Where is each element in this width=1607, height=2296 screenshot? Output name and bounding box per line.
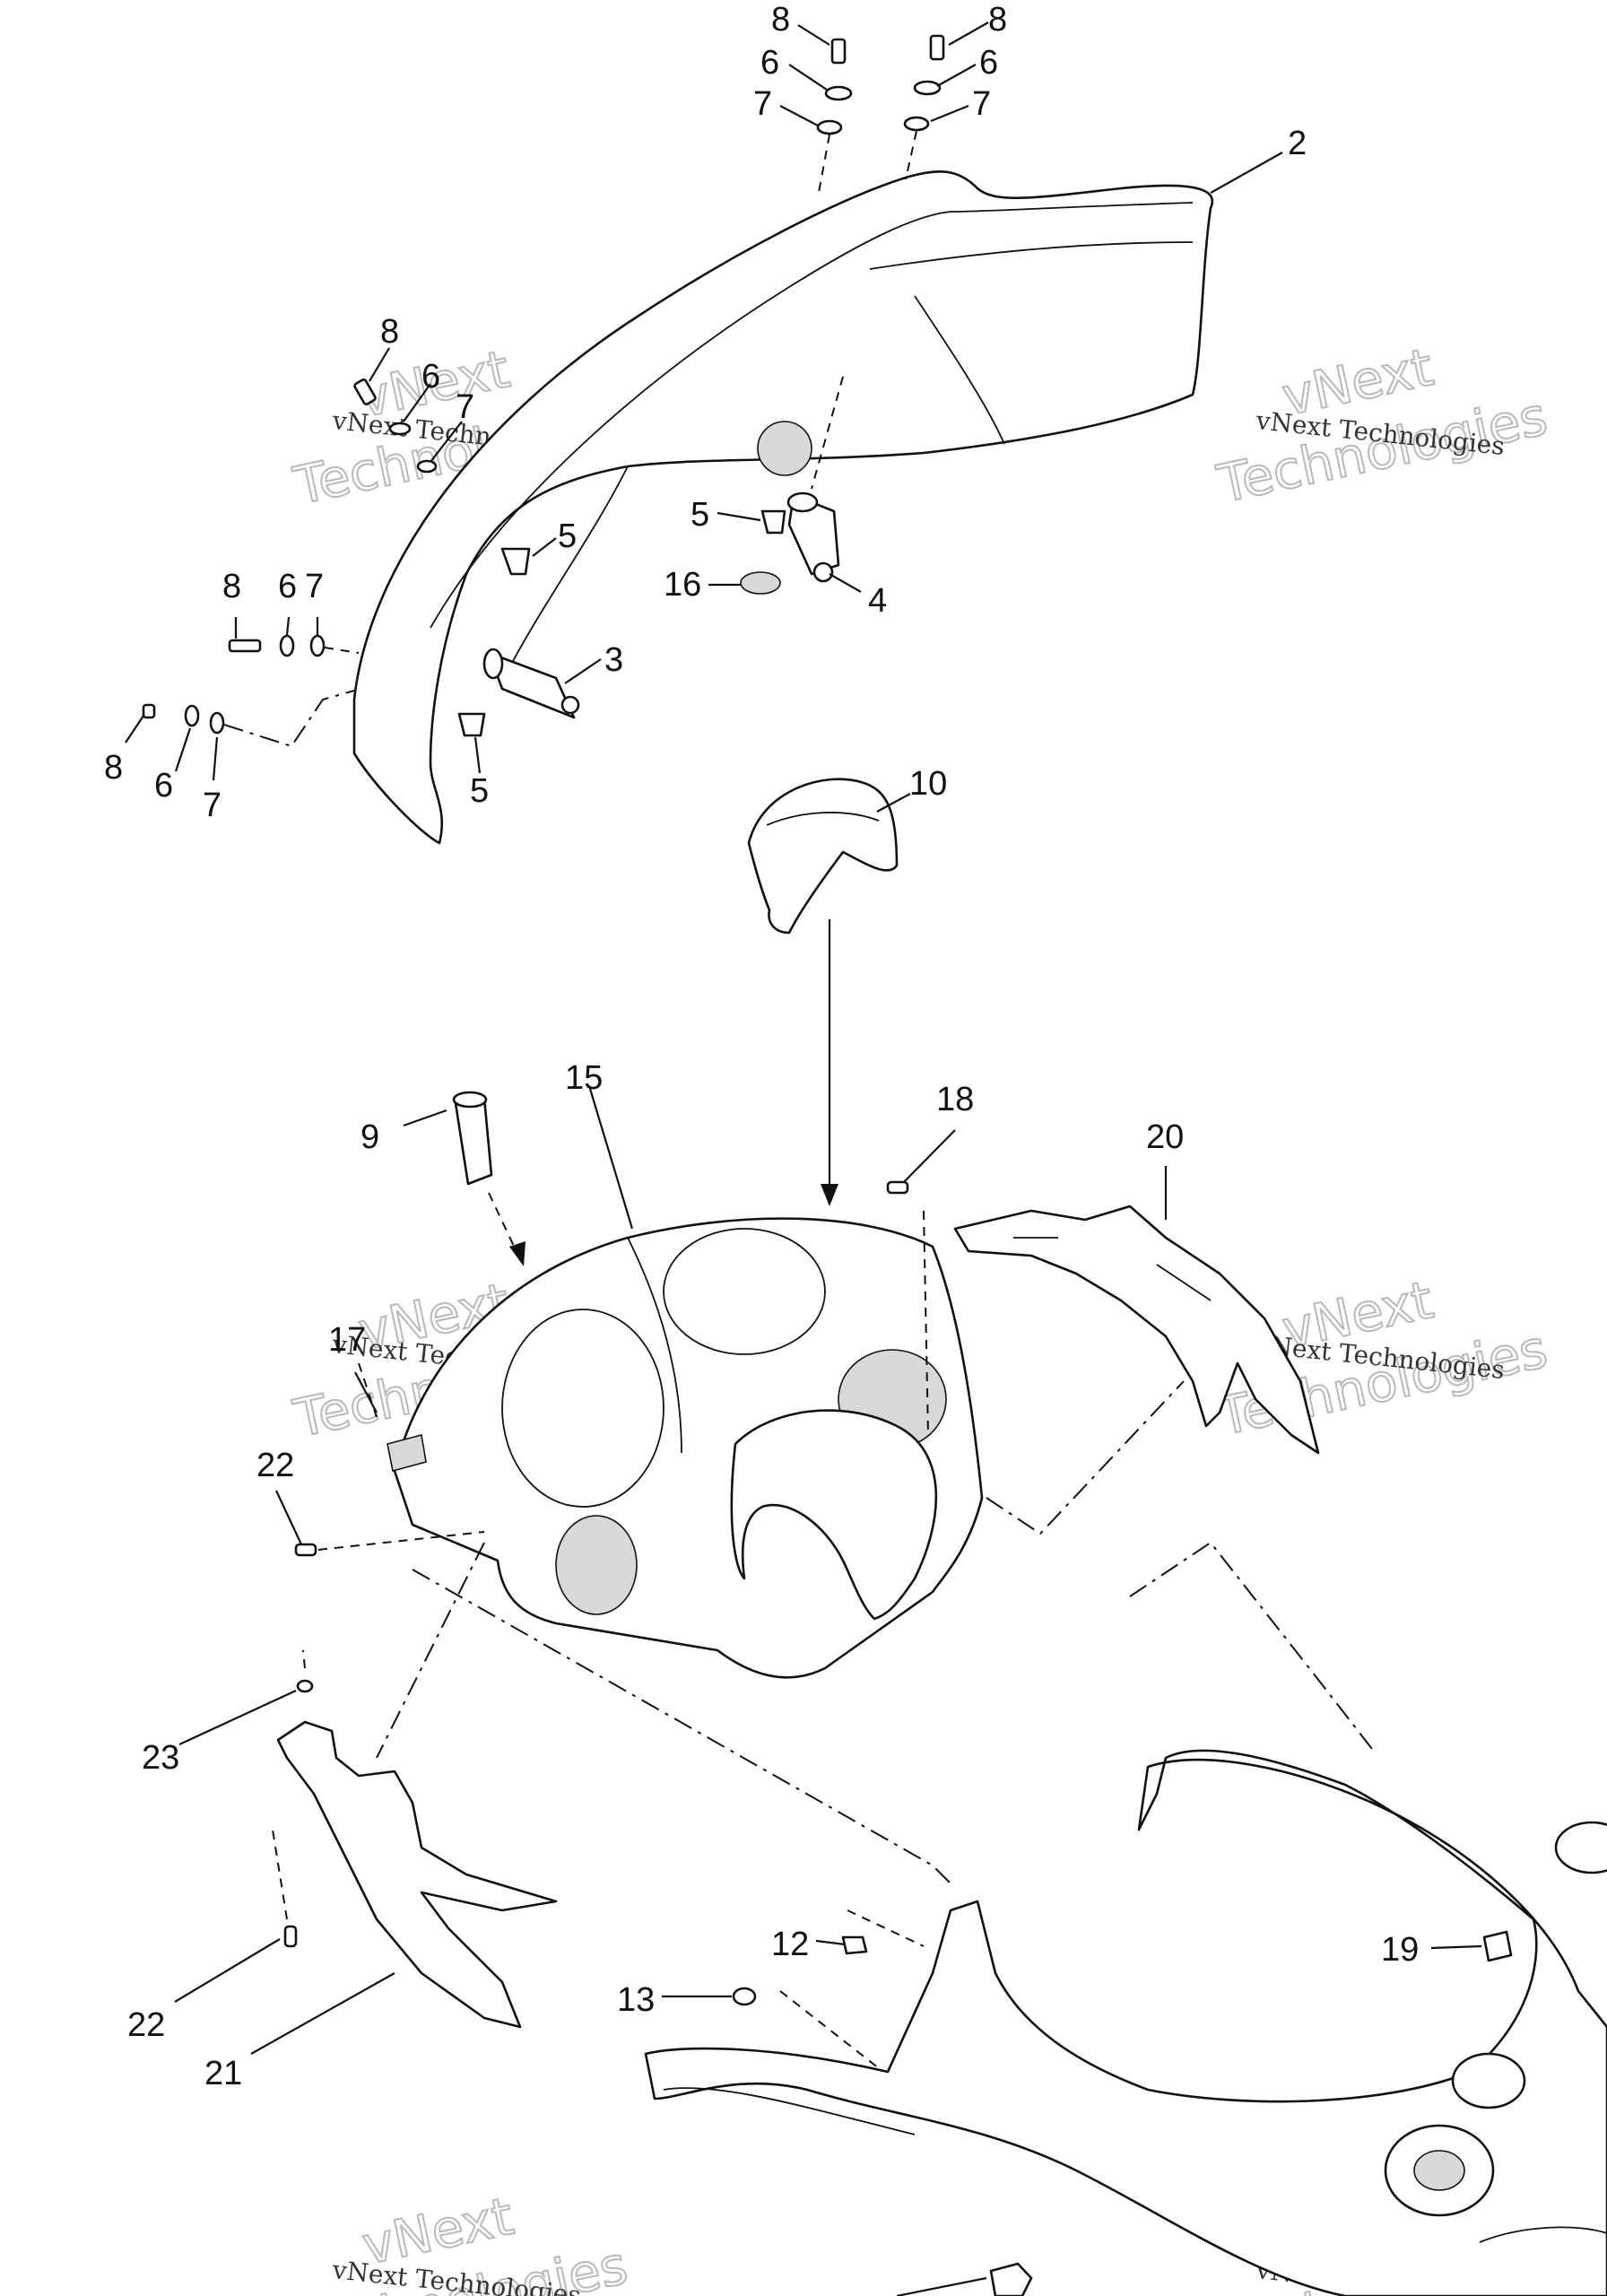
fastener-stack-top-right <box>903 34 945 180</box>
part-3-mount-post <box>482 648 580 719</box>
callout-20: 20 <box>1146 1118 1184 1156</box>
callout-3: 3 <box>604 641 623 679</box>
part-4-mount-post <box>786 376 844 583</box>
callout-8: 8 <box>222 568 241 605</box>
callout-13: 13 <box>617 1981 655 2019</box>
callout-8: 8 <box>988 1 1007 39</box>
part-18-screw <box>886 1180 929 1436</box>
callout-12: 12 <box>771 1926 809 1963</box>
fastener-row-left-a <box>228 634 360 657</box>
callout-6: 6 <box>421 358 440 396</box>
assembly-guide-lines <box>376 1380 1373 2073</box>
part-22-screw-b <box>272 1829 298 1948</box>
part-5-clip-b <box>760 509 786 535</box>
callout-21: 21 <box>204 2055 242 2092</box>
callout-19: 19 <box>1381 1931 1419 1969</box>
part-5-clip-a <box>500 547 531 576</box>
callout-7: 7 <box>305 568 324 605</box>
callout-labels: 8 6 7 8 6 7 2 8 6 7 5 5 4 16 8 6 7 3 8 6… <box>104 1 1419 2092</box>
callout-16: 16 <box>664 566 701 604</box>
part-19-clip <box>1482 1930 1513 1962</box>
part-21-side-panel <box>276 1720 558 2029</box>
lower-dash-base <box>644 1749 1607 2296</box>
part-22-screw-a <box>294 1531 485 1557</box>
part-bottom-bracket <box>989 2262 1033 2296</box>
callout-22: 22 <box>127 2006 165 2044</box>
part-12-nut <box>841 1935 868 1955</box>
callout-7: 7 <box>203 787 222 824</box>
callout-17: 17 <box>328 1321 366 1359</box>
callout-15: 15 <box>565 1059 603 1097</box>
fastener-stack-top-left <box>816 38 853 198</box>
callout-4: 4 <box>868 582 887 620</box>
watermark-top-right: vNext Technologies <box>1211 335 1553 516</box>
callout-9: 9 <box>360 1118 379 1156</box>
callout-7: 7 <box>456 388 474 426</box>
callout-2: 2 <box>1288 125 1307 162</box>
callout-leaders <box>125 22 1482 2296</box>
callout-8: 8 <box>771 1 790 39</box>
callout-5: 5 <box>558 517 577 555</box>
fastener-stack-mid <box>353 378 438 474</box>
part-10-cover <box>747 778 899 1206</box>
callout-7: 7 <box>972 85 991 123</box>
callout-6: 6 <box>154 767 173 804</box>
callout-18: 18 <box>936 1081 974 1118</box>
callout-8: 8 <box>104 749 123 787</box>
callout-7: 7 <box>753 85 772 123</box>
part-9-socket <box>452 1091 526 1266</box>
callout-6: 6 <box>760 44 779 82</box>
part-2-upper-cowl <box>352 170 1213 845</box>
part-13-screw <box>732 1987 757 2006</box>
part-20-side-bracket <box>953 1205 1320 1455</box>
callout-5: 5 <box>691 496 709 534</box>
callout-23: 23 <box>142 1739 179 1777</box>
part-17-clip <box>358 1362 427 1472</box>
fastener-row-left-b <box>142 690 355 748</box>
callout-8: 8 <box>380 313 399 351</box>
part-23-clip-nut <box>296 1649 314 1693</box>
grommet-16-seat <box>757 421 812 476</box>
part-5-clip-c <box>457 712 486 737</box>
callout-10: 10 <box>909 765 947 803</box>
part-15-instrument-panel <box>393 1217 984 1679</box>
callout-22: 22 <box>256 1447 294 1484</box>
part-16-grommet <box>740 571 781 595</box>
callout-6: 6 <box>278 568 297 605</box>
callout-5: 5 <box>470 772 489 810</box>
callout-6: 6 <box>979 44 998 82</box>
